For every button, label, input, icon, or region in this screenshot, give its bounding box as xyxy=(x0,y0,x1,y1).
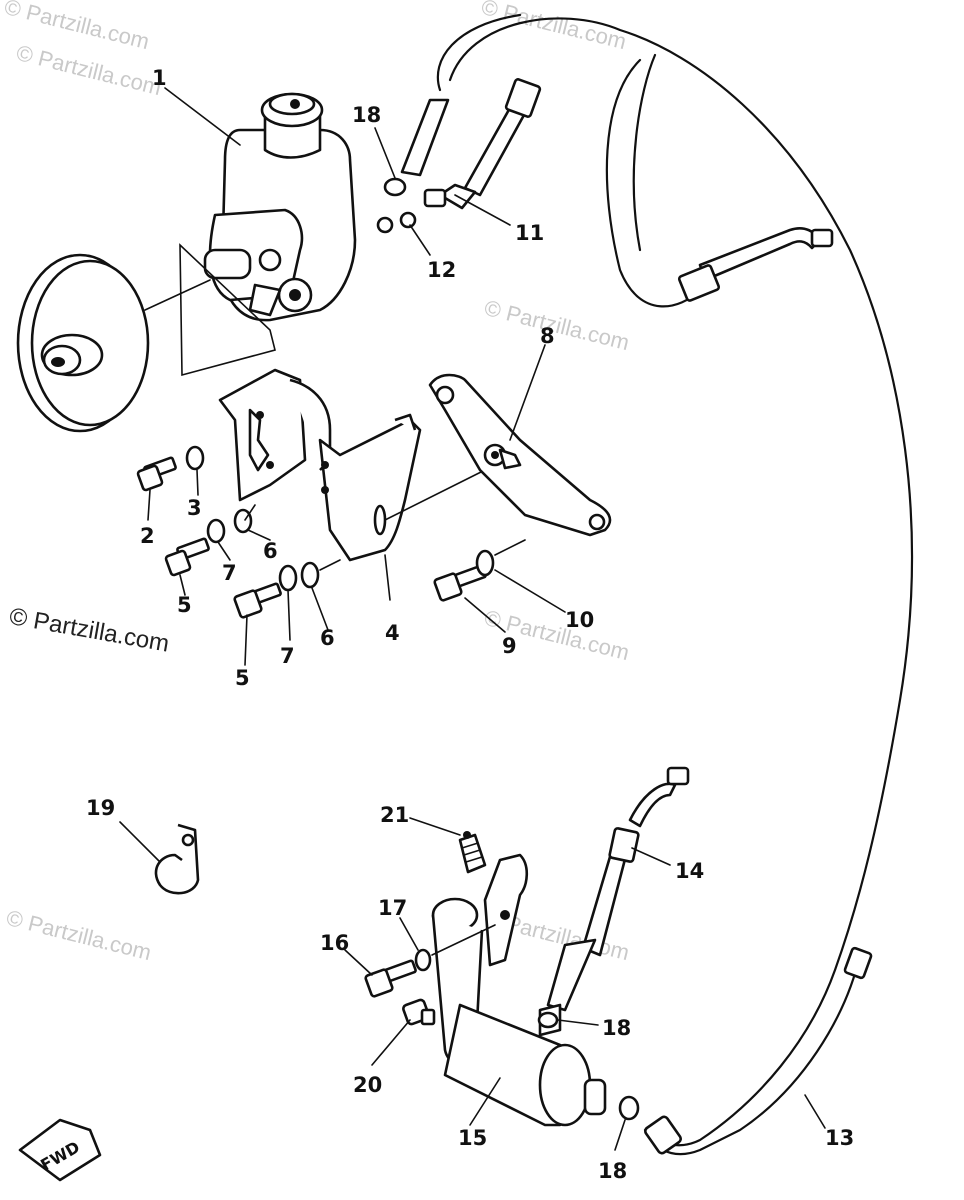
power-steering-pump xyxy=(203,92,394,322)
callout-4: 4 xyxy=(385,621,400,645)
hose-loop xyxy=(605,58,702,308)
leader-10 xyxy=(494,569,566,613)
pulley xyxy=(16,253,150,433)
callout-21: 21 xyxy=(380,803,409,827)
hose-13-end xyxy=(644,1115,682,1155)
clamp-18 xyxy=(383,177,407,197)
callout-13: 13 xyxy=(825,1126,854,1150)
leader-11 xyxy=(454,194,511,226)
clamp-19 xyxy=(154,823,200,895)
hose-11-upper xyxy=(400,98,450,177)
leader-6a xyxy=(247,529,271,541)
callout-14: 14 xyxy=(675,859,704,883)
dash-line xyxy=(431,924,496,956)
leader-6b xyxy=(311,587,329,631)
pulley-dashed-frame xyxy=(179,243,276,377)
callout-8: 8 xyxy=(540,324,555,348)
washer-7 xyxy=(206,518,226,544)
callout-11: 11 xyxy=(515,221,544,245)
leader-2 xyxy=(147,489,151,521)
leader-18a xyxy=(374,127,396,179)
callout-5b: 5 xyxy=(235,666,250,690)
washer-3 xyxy=(185,445,205,471)
plug-20 xyxy=(402,998,436,1026)
steering-cylinder xyxy=(431,853,607,1127)
hose-loop-inner xyxy=(632,53,657,252)
callout-10: 10 xyxy=(565,608,594,632)
pressure-line-elbow xyxy=(698,227,822,282)
leader-8 xyxy=(509,344,546,441)
callout-15: 15 xyxy=(458,1126,487,1150)
breather-fitting xyxy=(458,831,487,874)
callout-19: 19 xyxy=(86,796,115,820)
leader-20 xyxy=(371,1019,411,1066)
leader-15 xyxy=(469,1077,501,1126)
callout-5: 5 xyxy=(177,593,192,617)
callout-18b: 18 xyxy=(602,1016,631,1040)
washer-6b xyxy=(300,561,320,589)
leader-5a xyxy=(179,574,186,596)
callout-20: 20 xyxy=(353,1073,382,1097)
leader-19 xyxy=(119,821,161,863)
leader-4 xyxy=(384,554,391,601)
pressure-line-fitting xyxy=(810,228,834,248)
leader-21 xyxy=(409,817,461,836)
leader-14 xyxy=(631,847,671,866)
leader-13 xyxy=(804,1094,826,1129)
dash-line xyxy=(319,559,341,571)
leader-18b xyxy=(557,1019,599,1026)
bolt-2 xyxy=(136,456,177,492)
leader-17 xyxy=(399,917,419,951)
callout-3: 3 xyxy=(187,496,202,520)
hose-13 xyxy=(448,17,914,1147)
leader-16 xyxy=(344,949,373,976)
leader-9 xyxy=(464,597,506,633)
leader-1 xyxy=(164,87,241,146)
leader-3 xyxy=(196,469,199,496)
leader-7a xyxy=(217,541,231,561)
pressure-line-sleeve xyxy=(677,264,721,302)
callout-2: 2 xyxy=(140,524,155,548)
leader-18c xyxy=(614,1119,626,1151)
callout-6b: 6 xyxy=(320,626,335,650)
callout-7b: 7 xyxy=(280,644,295,668)
washer-7b xyxy=(278,564,298,592)
support-bracket xyxy=(428,373,612,537)
pulley-line xyxy=(144,279,211,311)
callout-1: 1 xyxy=(152,66,167,90)
washer-10 xyxy=(475,549,495,577)
callout-18c: 18 xyxy=(598,1159,627,1183)
callout-9: 9 xyxy=(502,634,517,658)
washer-6 xyxy=(233,508,253,534)
clamp-18c xyxy=(618,1095,640,1121)
leader-5b xyxy=(244,614,248,666)
bolt-5 xyxy=(164,537,210,577)
leader-4-8 xyxy=(384,464,496,521)
mounting-bracket xyxy=(218,368,422,562)
dash-line xyxy=(244,504,256,521)
bolt-16 xyxy=(364,959,417,998)
callout-6: 6 xyxy=(263,539,278,563)
bolt-5b xyxy=(233,582,282,619)
hose-13-upper xyxy=(436,13,522,92)
forward-arrow: FWD xyxy=(18,1118,102,1182)
pump-shaft xyxy=(203,248,252,280)
callout-18: 18 xyxy=(352,103,381,127)
hose-11-sleeve xyxy=(504,78,542,118)
clamp-18b xyxy=(537,1011,559,1029)
leader-7b xyxy=(287,589,291,641)
hose-14 xyxy=(538,766,690,1037)
callout-17: 17 xyxy=(378,896,407,920)
o-ring-12 xyxy=(399,211,417,229)
dash-line xyxy=(494,539,526,556)
hose-11-fitting xyxy=(423,188,447,208)
washer-17 xyxy=(414,948,432,972)
callout-12: 12 xyxy=(427,258,456,282)
callout-7: 7 xyxy=(222,561,237,585)
hose-13-end xyxy=(843,946,873,980)
callout-16: 16 xyxy=(320,931,349,955)
leader-12 xyxy=(409,224,431,256)
